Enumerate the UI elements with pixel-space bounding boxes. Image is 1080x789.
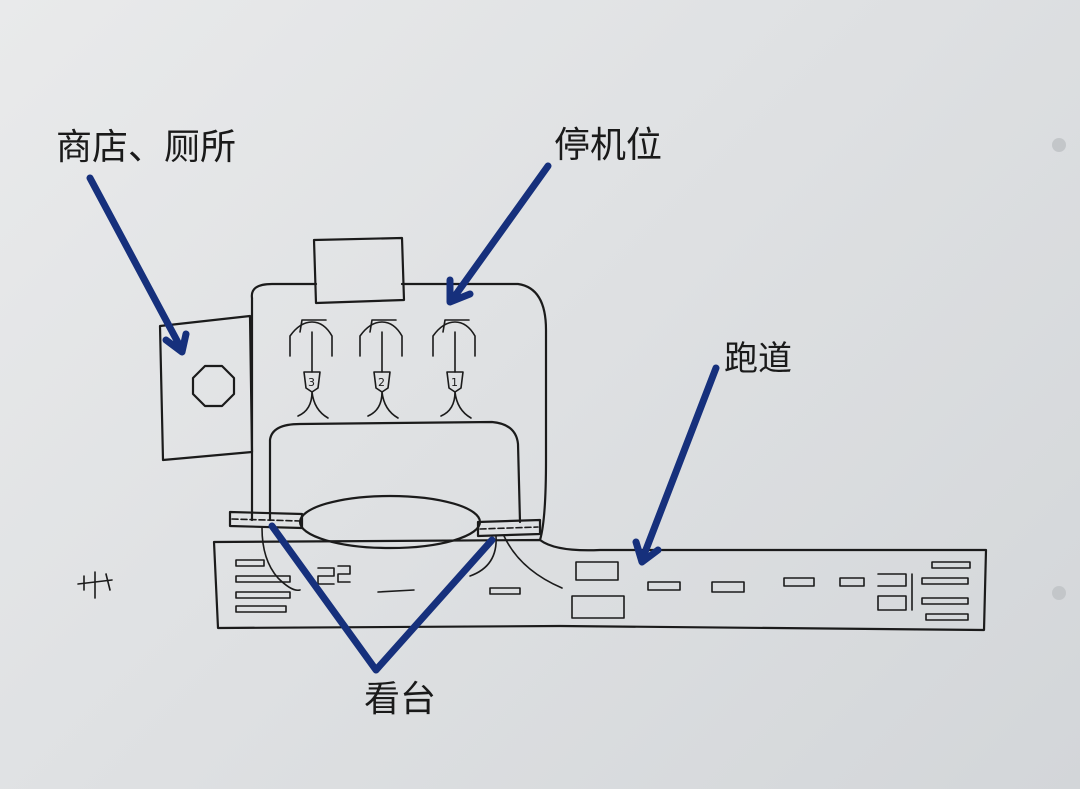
- runway-number-right: [877, 573, 913, 611]
- arrow-shop: [86, 174, 190, 356]
- grandstand-right: [476, 518, 542, 538]
- stand-number: 2: [378, 376, 385, 389]
- arrow-runway: [632, 364, 720, 566]
- label-shop-toilet: 商店、厕所: [56, 127, 237, 168]
- label-grandstand: 看台: [364, 679, 437, 720]
- taxi-loop: [268, 420, 522, 524]
- airplane-icon: [77, 571, 113, 599]
- punch-hole: [1052, 138, 1066, 152]
- threshold-left: [235, 559, 291, 613]
- stand-number: 1: [451, 376, 458, 389]
- stand-number: 3: [308, 376, 315, 389]
- grandstand-left: [228, 510, 304, 530]
- annotation-arrows: [86, 162, 720, 674]
- arrow-stand: [446, 162, 552, 306]
- label-parking-stand: 停机位: [554, 125, 663, 166]
- octagon-icon: [191, 364, 236, 408]
- terminal-building: [312, 236, 406, 305]
- apron-outline: [250, 282, 548, 542]
- threshold-right: [921, 561, 971, 621]
- label-runway: 跑道: [724, 339, 792, 379]
- punch-hole: [1052, 586, 1066, 600]
- parking-stands: 3 2 1: [289, 319, 476, 419]
- arrow-grandstand: [268, 522, 496, 674]
- runway-centerline: [377, 577, 865, 595]
- runway-number-left: [317, 565, 351, 585]
- runway: [212, 538, 988, 632]
